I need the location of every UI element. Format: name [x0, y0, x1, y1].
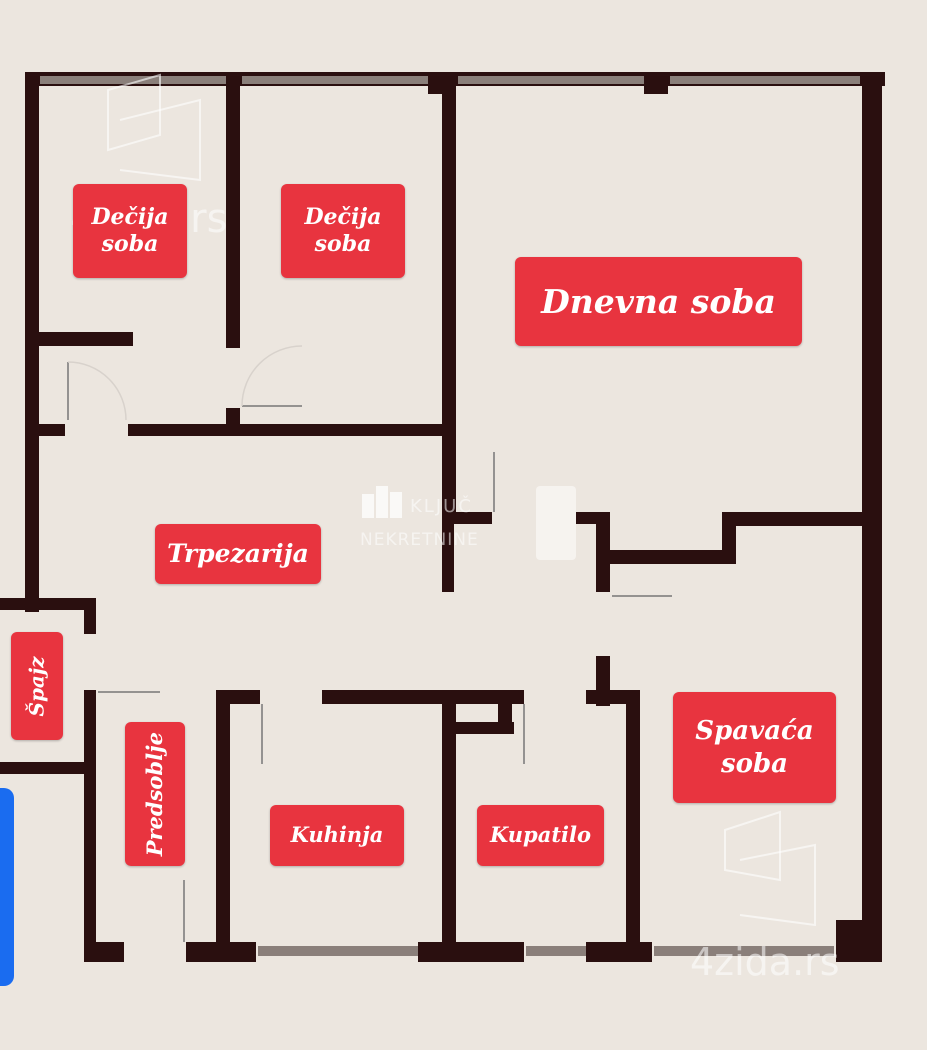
room-label-bathroom[interactable]: Kupatilo	[477, 805, 604, 866]
bedroom-line2: soba	[720, 748, 788, 779]
bathroom-label: Kupatilo	[489, 822, 591, 848]
room-label-kids-room-2[interactable]: Dečija soba	[281, 184, 405, 278]
windows	[40, 76, 860, 956]
dining-label: Trpezarija	[167, 539, 309, 569]
doors	[67, 345, 672, 942]
room-label-dining[interactable]: Trpezarija	[155, 524, 321, 584]
room-label-pantry[interactable]: Špajz	[11, 632, 63, 740]
kids-room-2-line2: soba	[314, 231, 372, 257]
room-label-hallway[interactable]: Predsoblje	[125, 722, 185, 866]
room-label-kitchen[interactable]: Kuhinja	[270, 805, 404, 866]
living-room-label: Dnevna soba	[541, 281, 776, 321]
hallway-label: Predsoblje	[141, 731, 167, 857]
blue-edge-tab[interactable]	[0, 788, 14, 986]
room-label-bedroom[interactable]: Spavaća soba	[673, 692, 836, 803]
kids-room-2-line1: Dečija	[304, 203, 382, 230]
walls	[0, 72, 885, 962]
building-logo-icon	[362, 486, 576, 560]
kids-room-1-line1: Dečija	[91, 203, 169, 230]
room-label-living-room[interactable]: Dnevna soba	[515, 257, 802, 346]
watermark-logo-outlines	[107, 73, 816, 927]
kids-room-1-line2: soba	[101, 231, 159, 257]
kitchen-label: Kuhinja	[290, 822, 384, 848]
pantry-label: Špajz	[24, 656, 49, 716]
bedroom-line1: Spavaća	[695, 716, 814, 746]
room-label-kids-room-1[interactable]: Dečija soba	[73, 184, 187, 278]
